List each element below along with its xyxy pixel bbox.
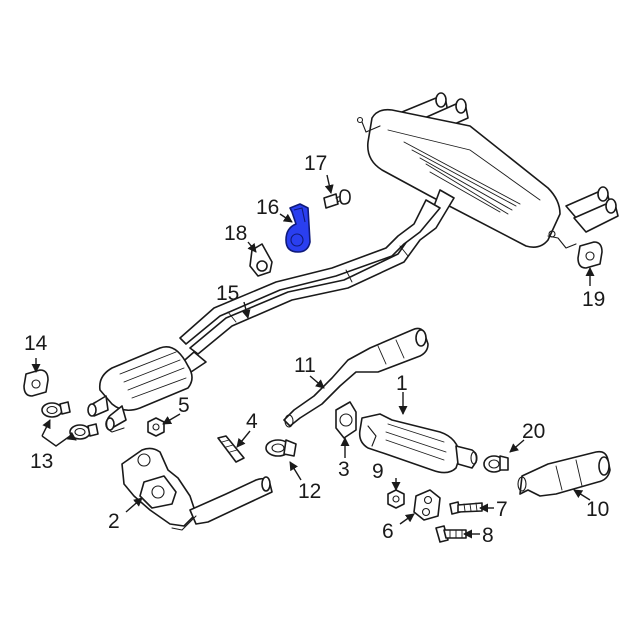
callout-18: 18: [224, 222, 247, 245]
rubber-insulator-14: [23, 369, 49, 397]
front-pipe-catalyst: [87, 346, 207, 433]
gasket-3: [335, 401, 357, 439]
nut-5: [147, 417, 165, 437]
clamp-12: [265, 439, 297, 457]
callout-19: 19: [582, 288, 605, 311]
clamp-13-upper: [41, 401, 71, 418]
bolt-17: [323, 189, 351, 209]
clamp-13-lower: [69, 423, 99, 440]
bolt-7: [449, 501, 483, 515]
callout-10: 10: [586, 498, 609, 521]
stud-4: [217, 435, 245, 463]
callout-8: 8: [482, 524, 494, 547]
intermediate-pipe: [179, 189, 455, 355]
callout-16: 16: [256, 196, 279, 219]
front-exhaust-pipe-2: [121, 447, 273, 531]
callout-20: 20: [522, 420, 545, 443]
callout-9: 9: [372, 460, 384, 483]
rear-muffler: [356, 92, 619, 249]
pipe-10: [517, 450, 611, 497]
rubber-insulator-19: [577, 241, 603, 269]
callout-4: 4: [246, 410, 258, 433]
callout-3: 3: [338, 458, 350, 481]
hanger-bracket-16-highlighted[interactable]: [285, 203, 311, 253]
callout-6: 6: [382, 520, 394, 543]
bracket-6: [413, 489, 441, 521]
clamp-20: [483, 455, 509, 473]
callout-2: 2: [108, 510, 120, 533]
callout-17: 17: [304, 152, 327, 175]
bolt-8: [435, 525, 467, 543]
callout-15: 15: [216, 282, 239, 305]
callout-13: 13: [30, 450, 53, 473]
callout-12: 12: [298, 480, 321, 503]
pipe-11: [283, 327, 429, 428]
catalytic-converter-1: [358, 413, 478, 474]
callout-labels: 1 2 3 4 5 6 7 8 9 10 11 12 13 14 15 16 1…: [24, 152, 609, 547]
callout-1: 1: [396, 372, 408, 395]
callout-11: 11: [294, 354, 316, 377]
callout-14: 14: [24, 332, 48, 355]
callout-5: 5: [178, 394, 190, 417]
nut-9: [387, 489, 405, 509]
callout-leaders: [31, 174, 595, 539]
callout-7: 7: [496, 498, 508, 521]
